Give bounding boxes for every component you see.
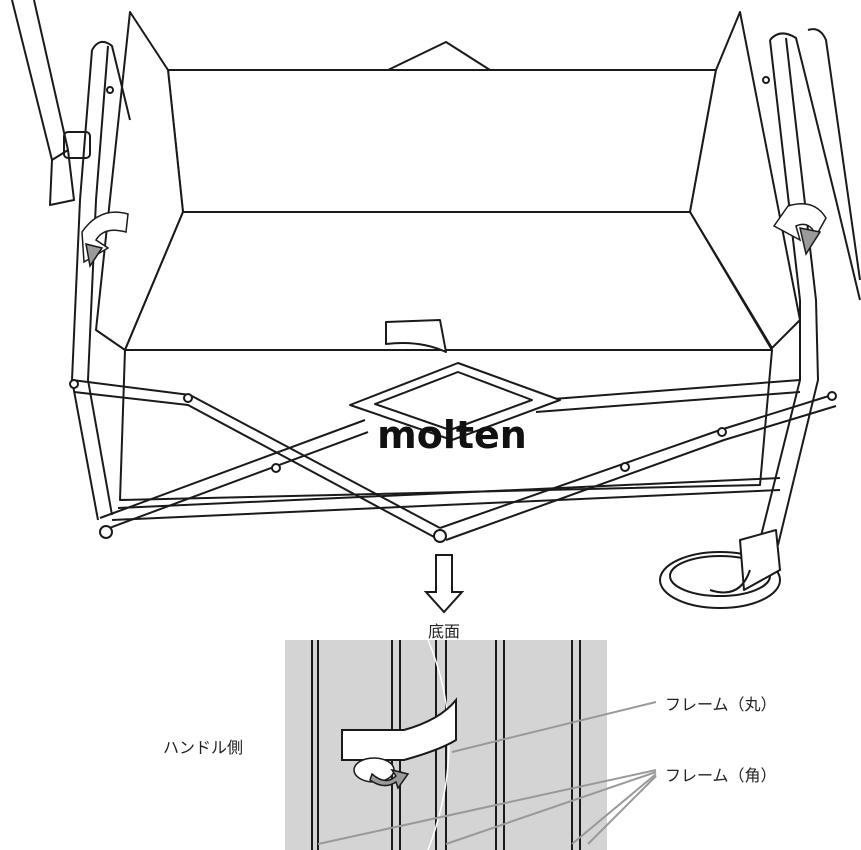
bottom-detail-panel — [285, 639, 657, 850]
right-frame-top — [769, 32, 861, 301]
bottom-surface-label: 底面 — [428, 622, 461, 641]
joint — [99, 525, 113, 539]
wheel — [659, 529, 781, 609]
left-frame-tube — [71, 45, 113, 521]
cross-brace-left-b — [99, 419, 369, 531]
joint — [433, 529, 447, 543]
right-frame-tube — [759, 37, 819, 546]
brand-logo: molten — [377, 413, 527, 457]
detail-rotate-arrow-icon — [353, 757, 410, 790]
joint — [271, 463, 281, 473]
center-plate-inner — [374, 371, 533, 431]
curved-rotate-arrow-icon — [81, 203, 827, 268]
left-frame-top — [91, 40, 131, 121]
handle-clip — [63, 131, 91, 159]
joint — [620, 462, 630, 472]
joint — [69, 379, 79, 389]
frame-joints — [69, 76, 837, 543]
joint — [717, 427, 727, 437]
joint — [106, 86, 114, 94]
joint — [827, 391, 837, 401]
detail-strap — [341, 697, 457, 761]
callout-lines — [317, 701, 657, 845]
handle-side-label: ハンドル側 — [163, 738, 244, 757]
pull-handle — [11, 0, 75, 206]
joint — [183, 393, 193, 403]
cart-illustration — [11, 0, 861, 609]
frame-round-label: フレーム（丸） — [665, 695, 777, 714]
right-frame-side — [807, 28, 861, 281]
bottom-rail — [111, 477, 781, 521]
cart-rear-wall — [167, 69, 717, 213]
joint — [762, 76, 770, 84]
cart-floor — [124, 211, 773, 351]
cart-top-flap — [387, 41, 491, 71]
hollow-down-arrow-icon — [423, 554, 465, 614]
frame-square-label: フレーム（角） — [665, 766, 777, 785]
center-plate — [349, 362, 561, 441]
floor-tag — [385, 319, 447, 353]
cross-brace-right-b — [535, 379, 801, 413]
